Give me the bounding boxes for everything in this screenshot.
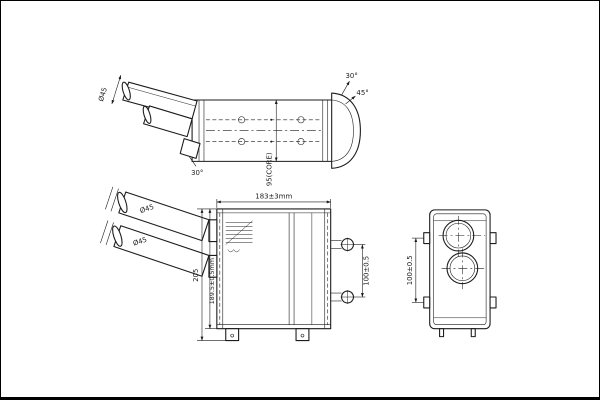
top-pipe-dia-label: Ø45 — [97, 86, 109, 102]
top-lower-pipe — [143, 105, 193, 138]
top-bracket — [179, 138, 201, 159]
side-left-lower-tab — [423, 296, 431, 309]
front-lower-pipe: Ø45 — [100, 220, 218, 278]
top-tank-angle2-label: 45° — [356, 89, 368, 97]
front-width-label: 183±3mm — [255, 193, 292, 201]
top-core-depth-label: 95(CORE) — [265, 152, 273, 186]
top-core-depth-dim: 95(CORE) — [265, 99, 278, 186]
side-right-lower-tab — [489, 296, 497, 309]
front-upper-pipe: Ø45 — [105, 186, 218, 243]
top-core-band — [191, 99, 333, 162]
front-width-dim: 183±3mm — [216, 193, 331, 208]
top-end-tank — [331, 92, 361, 169]
top-bracket-angle-label: 30° — [191, 169, 203, 177]
side-right-upper-tab — [489, 232, 497, 245]
front-core-height-label: 189.5±0.5mm — [208, 258, 216, 305]
top-pipe-dia-dim: Ø45 — [97, 75, 122, 105]
side-pipe-openings — [438, 215, 488, 290]
front-fin-detail — [225, 220, 253, 253]
side-bottom-stud-left — [439, 328, 445, 338]
front-pin-spacing-label: 100±0.5 — [362, 256, 370, 286]
front-left-foot — [225, 328, 240, 342]
side-view: 100±0.5 — [406, 209, 497, 338]
front-view: Ø45 Ø45 — [100, 186, 370, 342]
front-height-dims: 205 189.5±0.5mm — [192, 208, 226, 341]
side-bottom-stud-right — [470, 328, 476, 338]
front-right-foot — [295, 328, 310, 342]
front-pin-spacing-dim: 100±0.5 — [353, 244, 370, 298]
front-core — [216, 208, 332, 330]
front-feet — [225, 328, 310, 342]
front-overall-height-label: 205 — [192, 269, 200, 282]
top-view: Ø45 30° 95(CORE) 30° 45° — [97, 72, 369, 186]
top-bracket-angle: 30° — [188, 156, 203, 177]
side-hole-spacing-label: 100±0.5 — [406, 255, 414, 285]
top-lower-pipe-end — [142, 105, 152, 124]
side-hole-spacing-dim: 100±0.5 — [406, 237, 424, 303]
top-pipes — [121, 81, 201, 159]
front-mount-pins — [330, 237, 355, 304]
top-upper-pipe — [122, 81, 198, 120]
top-upper-pipe-end — [121, 81, 131, 101]
top-tank-angles: 30° 45° — [341, 72, 369, 105]
side-tabs — [423, 232, 497, 338]
top-tank-angle1-label: 30° — [346, 72, 358, 80]
side-left-upper-tab — [423, 232, 431, 245]
